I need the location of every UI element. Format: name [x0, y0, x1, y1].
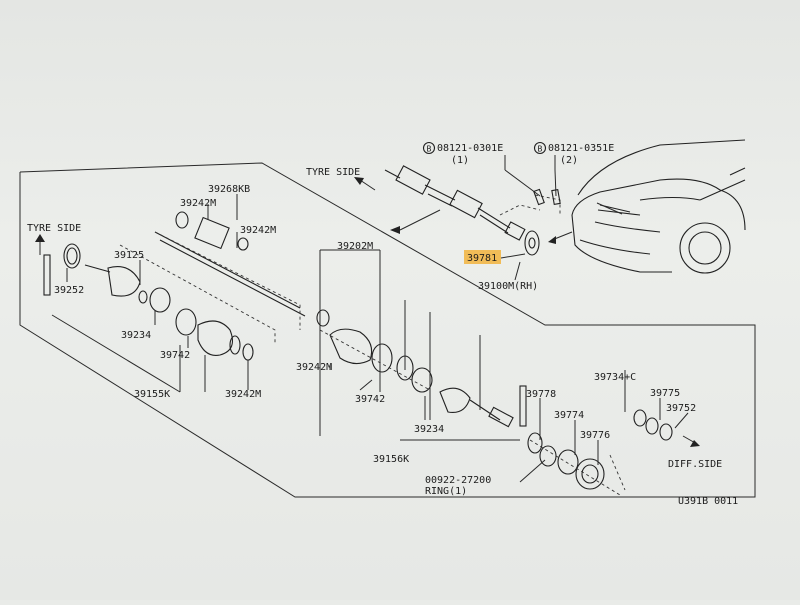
pointer-arrow-icon — [548, 236, 556, 244]
part-label-39242m-a: 39242M — [180, 198, 216, 209]
bolt-symbol-2: B — [538, 145, 543, 154]
ring-code-label: 00922-27200 — [425, 475, 491, 486]
part-label-39156k: 39156K — [373, 454, 409, 465]
highlight-box — [464, 250, 501, 264]
diagram-code: U391B 0011 — [678, 496, 738, 507]
part-label-39775: 39775 — [650, 388, 680, 399]
long-shaft — [154, 211, 330, 327]
bolt-qty-2: (2) — [560, 155, 578, 166]
part-label-39125: 39125 — [114, 250, 144, 261]
part-label-39776: 39776 — [580, 430, 610, 441]
leader-lines — [51, 194, 689, 483]
diff-side-arrow-icon — [682, 435, 700, 447]
bolt-code-1: 08121-0301E — [437, 143, 503, 154]
part-label-39242m-d: 39242M — [296, 362, 332, 373]
left-joint-parts — [43, 243, 254, 361]
vehicle-illustration — [571, 139, 746, 274]
part-label-39155k: 39155K — [134, 389, 170, 400]
part-label-39734c: 39734+C — [594, 372, 636, 383]
diff-side-label: DIFF.SIDE — [668, 459, 722, 470]
bolt-symbol-1-icon — [422, 141, 436, 155]
shaft-arrow-icon — [390, 226, 400, 234]
part-label-39778: 39778 — [526, 389, 556, 400]
tyre-side-arrow-icon — [354, 177, 376, 191]
tyre-side-label-top: TYRE SIDE — [306, 167, 360, 178]
part-label-39234-right: 39234 — [414, 424, 444, 435]
part-label-39774: 39774 — [554, 410, 584, 421]
part-number-highlighted: 39781 — [467, 253, 497, 264]
bolt-symbol-2-icon — [533, 141, 547, 155]
part-label-39268kb: 39268KB — [208, 184, 250, 195]
tyre-side-left-arrow-icon — [35, 234, 45, 255]
part-label-39752: 39752 — [666, 403, 696, 414]
tyre-side-label-left: TYRE SIDE — [27, 223, 81, 234]
driveshaft-assembly-top — [384, 165, 540, 256]
part-label-39252: 39252 — [54, 285, 84, 296]
part-label-39242m-c: 39242M — [225, 389, 261, 400]
part-label-39742-left: 39742 — [160, 350, 190, 361]
part-label-39202m: 39202M — [337, 241, 373, 252]
bolt-symbol-1: B — [427, 145, 432, 154]
ring-qty-label: RING(1) — [425, 486, 467, 497]
part-label-39242m-b: 39242M — [240, 225, 276, 236]
assembly-label: 39100M(RH) — [478, 281, 538, 292]
right-joint-parts — [329, 328, 673, 490]
part-label-39742-right: 39742 — [355, 394, 385, 405]
part-label-39234-left: 39234 — [121, 330, 151, 341]
bolt-qty-1: (1) — [451, 155, 469, 166]
group-boundary — [19, 162, 756, 498]
bolt-code-2: 08121-0351E — [548, 143, 614, 154]
